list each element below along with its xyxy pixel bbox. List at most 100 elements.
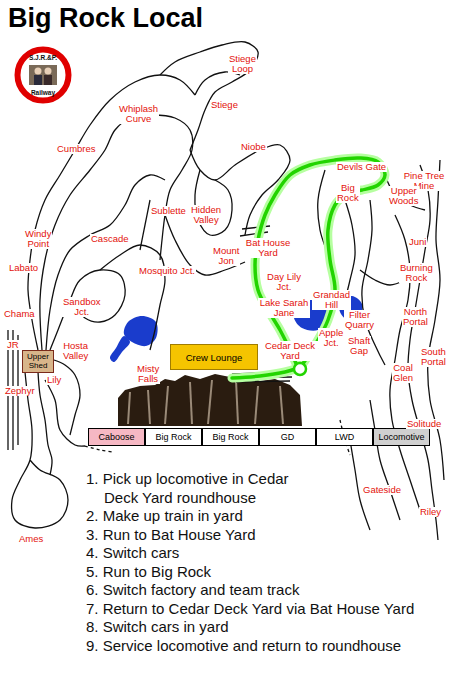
place-name: Hidden Valley bbox=[190, 205, 222, 225]
step-text: 1. Pick up locomotive in Cedar Deck Yard… bbox=[86, 470, 316, 507]
place-name: Hosta Valley bbox=[62, 341, 89, 361]
place-name: Riley bbox=[419, 507, 442, 517]
car-cell: GD bbox=[259, 428, 316, 446]
place-name: Shaft Gap bbox=[347, 336, 371, 356]
place-name: Grandad Hill bbox=[312, 290, 351, 310]
place-name: Juni bbox=[408, 237, 427, 247]
track-line bbox=[345, 200, 355, 300]
step-text: 4. Switch cars bbox=[86, 544, 444, 563]
place-name: Cascade bbox=[90, 234, 130, 244]
route-glow bbox=[255, 158, 385, 368]
place-name: Apple Jct. bbox=[318, 328, 344, 348]
place-name: Upper Woods bbox=[388, 186, 419, 206]
logo-photo bbox=[34, 75, 42, 85]
track-line bbox=[195, 72, 240, 95]
cliff-streak bbox=[148, 390, 150, 424]
place-name: Cumbres bbox=[56, 144, 97, 154]
track-line bbox=[45, 380, 85, 446]
track-line bbox=[38, 372, 52, 475]
logo-photo bbox=[45, 68, 52, 75]
step-list: 1. Pick up locomotive in Cedar Deck Yard… bbox=[86, 470, 444, 655]
place-name: Zephyr bbox=[4, 386, 36, 396]
place-name: Sublette bbox=[150, 206, 187, 216]
place-name: South Portal bbox=[420, 347, 447, 367]
crew-lounge-box: Crew Lounge bbox=[170, 344, 258, 370]
place-name: Day Lily Jct. bbox=[264, 272, 304, 292]
place-name: Sandbox Jct. bbox=[62, 297, 102, 317]
step-text: 8. Switch cars in yard bbox=[86, 618, 444, 637]
track-line bbox=[195, 170, 232, 235]
node-text: LWD bbox=[335, 432, 354, 442]
place-name: Lake Sarah Jane bbox=[258, 298, 310, 318]
place-name: Lily bbox=[46, 375, 62, 385]
node-text: GD bbox=[281, 432, 295, 442]
track-line bbox=[40, 115, 193, 350]
track-line bbox=[50, 270, 125, 350]
node-text: Big Rock bbox=[155, 432, 191, 442]
step-text: 2. Make up train in yard bbox=[86, 507, 444, 526]
shed-box: Upper Shed bbox=[22, 350, 54, 373]
place-name: JR bbox=[6, 340, 20, 350]
logo-photo bbox=[29, 65, 57, 85]
cliff-streak bbox=[236, 380, 238, 424]
roundhouse-symbol bbox=[294, 363, 306, 375]
place-name: Burning Rock bbox=[399, 263, 434, 283]
place-name: Mount Jon bbox=[212, 246, 240, 266]
node-text: Big Rock bbox=[212, 432, 248, 442]
cliff-streak bbox=[190, 382, 192, 424]
place-name: Stiege Loop bbox=[228, 54, 257, 74]
step-text: 9. Service locomotive and return to roun… bbox=[86, 637, 444, 656]
place-name: Windy Point bbox=[24, 229, 52, 249]
track-line bbox=[46, 175, 165, 350]
track-line bbox=[428, 160, 444, 480]
step-text: 5. Run to Big Rock bbox=[86, 563, 444, 582]
track-line bbox=[370, 400, 400, 520]
car-cell: LWD bbox=[316, 428, 373, 446]
cliff-streak bbox=[128, 392, 130, 424]
cliff-streak bbox=[165, 386, 168, 424]
place-name: Cedar Deck Yard bbox=[262, 341, 318, 361]
logo-photo bbox=[35, 68, 42, 75]
map-title: Big Rock Local bbox=[8, 3, 203, 34]
step-text: 6. Switch factory and team track bbox=[86, 581, 444, 600]
car-cell: Big Rock bbox=[145, 428, 202, 446]
node-text: S.J.R.&P. bbox=[29, 54, 57, 61]
place-name: Ames bbox=[18, 534, 44, 544]
place-name: Solitude bbox=[406, 419, 442, 429]
place-name: Chama bbox=[3, 309, 36, 319]
place-name: Devils Gate bbox=[336, 162, 387, 172]
track-line bbox=[28, 75, 195, 350]
node-text: Railway bbox=[31, 89, 55, 96]
track-line bbox=[140, 200, 150, 250]
car-cell: Locomotive bbox=[373, 428, 430, 446]
track-line bbox=[390, 215, 420, 510]
place-name: Coal Glen bbox=[392, 363, 414, 383]
place-name: North Portal bbox=[402, 307, 429, 327]
logo-badge: S.J.R.&P. Railway bbox=[14, 46, 72, 104]
step-text: 7. Return to Cedar Deck Yard via Bat Hou… bbox=[86, 600, 444, 619]
node-text: Upper Shed bbox=[27, 353, 49, 370]
place-name: Niobe bbox=[240, 142, 267, 152]
node-text: Crew Lounge bbox=[186, 352, 243, 363]
place-name: Whiplash Curve bbox=[118, 104, 159, 124]
logo-photo bbox=[44, 75, 52, 85]
node-text: Caboose bbox=[98, 432, 134, 442]
place-name: Gateside bbox=[362, 485, 402, 495]
place-name: Labato bbox=[8, 263, 39, 273]
car-cell: Caboose bbox=[88, 428, 145, 446]
track-line bbox=[160, 41, 258, 150]
cliff-streak bbox=[208, 380, 212, 424]
cliff-streak bbox=[255, 386, 258, 424]
cliff-streak bbox=[280, 386, 283, 424]
logo-ring bbox=[18, 50, 69, 101]
place-name: Mosquito Jct. bbox=[138, 266, 196, 276]
step-text: 3. Run to Bat House Yard bbox=[86, 526, 444, 545]
place-name: Filter Quarry bbox=[344, 310, 375, 330]
node-text: Locomotive bbox=[378, 432, 424, 442]
track-line bbox=[100, 245, 165, 350]
water-body bbox=[110, 336, 130, 362]
track-line bbox=[85, 446, 112, 452]
place-name: Big Rock bbox=[336, 183, 360, 203]
place-name: Misty Falls bbox=[136, 364, 160, 384]
place-name: Stiege bbox=[210, 100, 239, 110]
